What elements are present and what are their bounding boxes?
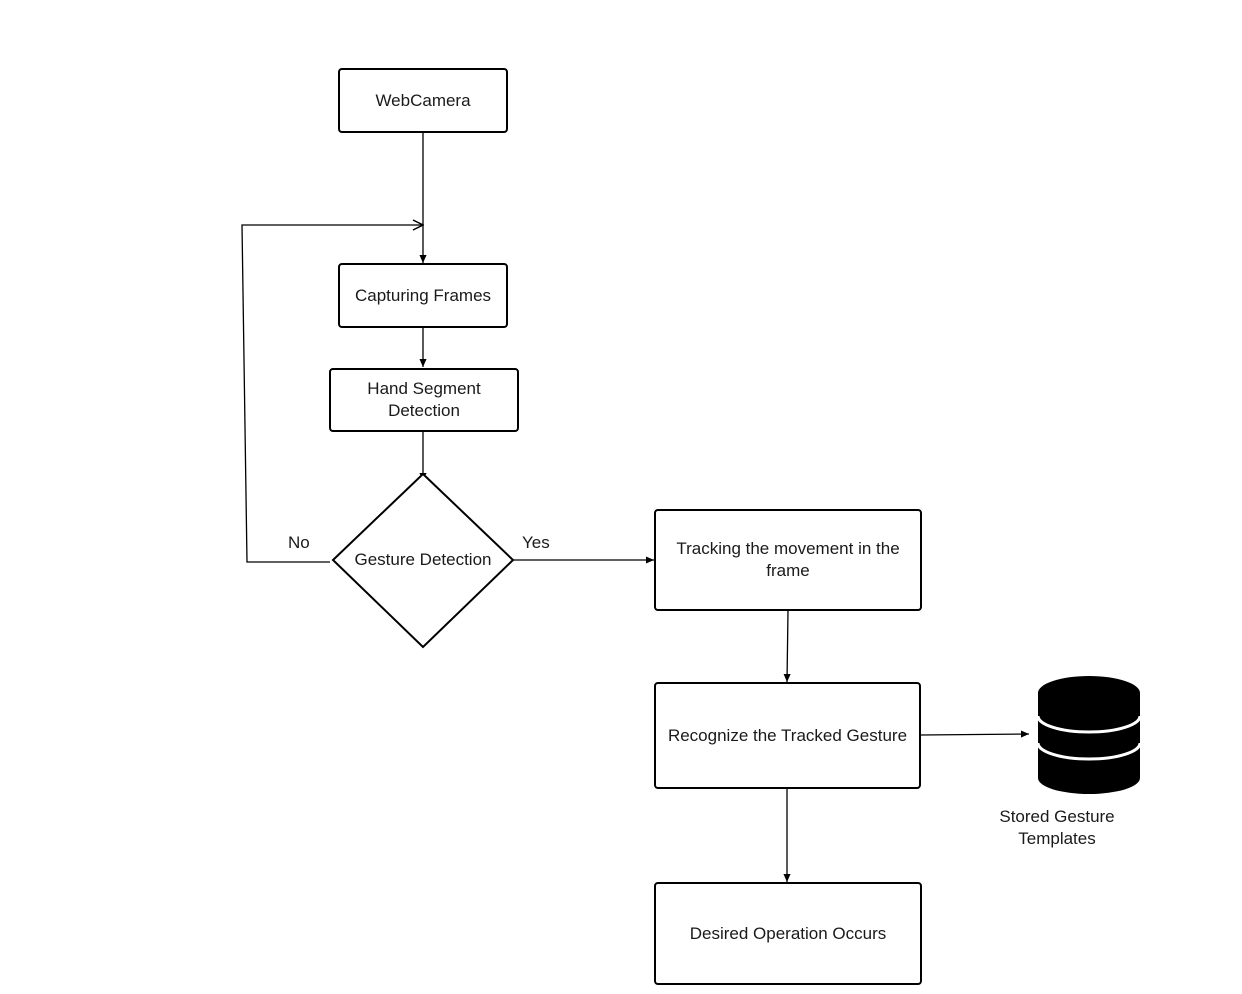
gesture-detection-label: Gesture Detection	[354, 550, 492, 569]
tracking-label: Tracking the movement in the frame	[676, 539, 900, 580]
webcamera-label: WebCamera	[375, 90, 471, 110]
capturing-frames-node: Capturing Frames	[338, 263, 508, 328]
hand-segment-detection-node: Hand Segment Detection	[329, 368, 519, 432]
desired-operation-node: Desired Operation Occurs	[654, 882, 922, 985]
database-label: Stored Gesture Templates	[987, 806, 1127, 850]
no-label: No	[288, 533, 310, 552]
edge-recognize-to-database	[920, 730, 1030, 738]
recognize-label: Recognize the Tracked Gesture	[667, 725, 908, 745]
database-label-line1: Stored Gesture	[999, 807, 1115, 826]
database-icon	[1036, 676, 1142, 794]
recognize-node: Recognize the Tracked Gesture	[654, 682, 921, 789]
desired-operation-label: Desired Operation Occurs	[689, 923, 887, 943]
edge-no-loop	[241, 225, 423, 563]
webcamera-node: WebCamera	[338, 68, 508, 133]
hand-segment-detection-label: Hand Segment Detection	[367, 379, 481, 420]
edge-tracking-to-recognize	[783, 610, 791, 683]
database-label-line2: Templates	[1018, 829, 1096, 848]
tracking-node: Tracking the movement in the frame	[654, 509, 922, 611]
capturing-frames-label: Capturing Frames	[354, 285, 492, 305]
gesture-detection-diamond	[331, 472, 515, 649]
yes-label: Yes	[522, 533, 550, 552]
